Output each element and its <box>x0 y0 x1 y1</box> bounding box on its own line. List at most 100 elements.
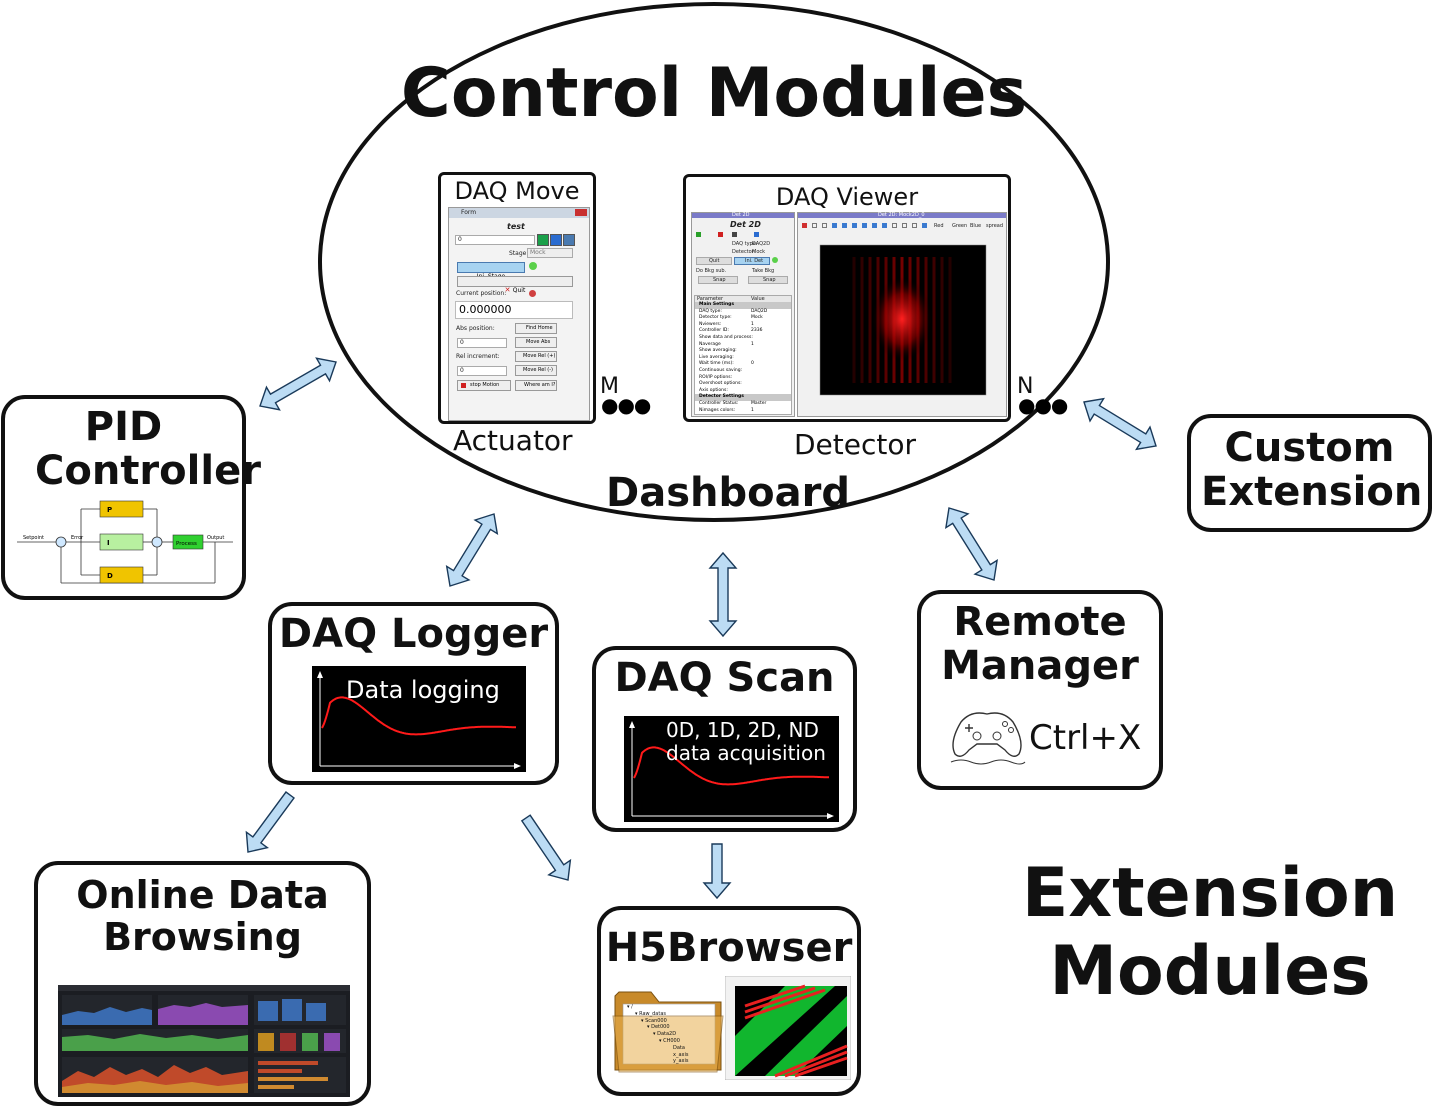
param-row[interactable]: Axis options: <box>699 387 728 393</box>
stage-label: Stage: <box>509 250 529 257</box>
toolbar-icon[interactable] <box>802 223 807 228</box>
param-row[interactable]: Show averaging: <box>699 348 737 354</box>
snap-button-2[interactable]: Snap <box>748 276 788 284</box>
online-data-browsing-box[interactable]: Online Data Browsing <box>34 861 371 1106</box>
param-row[interactable]: Nimages colors:1 <box>699 407 754 413</box>
h5-tree-node[interactable]: y_axis <box>673 1058 689 1065</box>
save-icon[interactable] <box>732 232 737 237</box>
daq-move-title: DAQ Move <box>454 177 580 205</box>
refresh-icon[interactable] <box>563 234 575 246</box>
check-spread[interactable]: spread <box>986 223 1004 229</box>
param-row[interactable]: Detector type:Mock <box>699 315 763 321</box>
viewer-image-panel: Det 2D: Mock2D_0 Red Green Blue spread <box>797 212 1007 417</box>
h5-tree-node[interactable]: x_axis <box>673 1051 689 1058</box>
param-row[interactable]: DAQ type:DAQ2D <box>699 308 768 314</box>
scan-plot: 0D, 1D, 2D, ND data acquisition <box>624 716 839 822</box>
stop-icon[interactable] <box>718 232 723 237</box>
rel-value-field[interactable]: 0 <box>457 366 507 376</box>
param-row[interactable]: Wait time (ms):0 <box>699 361 754 367</box>
h5-tree-node[interactable]: ▾ Det000 <box>647 1024 670 1031</box>
param-row[interactable]: Controller Status:Master <box>699 400 767 406</box>
toolbar-icon[interactable] <box>832 223 837 228</box>
detector-name: Det 2D <box>730 220 761 229</box>
grafana-dashboard-thumbnail <box>58 985 350 1097</box>
toolbar-icon[interactable] <box>912 223 917 228</box>
param-row[interactable]: ROI/IP options: <box>699 374 733 380</box>
find-home-button[interactable]: Find Home <box>515 323 557 334</box>
pid-controller-box[interactable]: PID Controller P I D Process Setpoint Er… <box>1 395 261 600</box>
ini-det-button[interactable]: Ini. Det <box>734 257 770 265</box>
toolbar-icon[interactable] <box>872 223 877 228</box>
arrow-dashboard-custom <box>1083 397 1157 451</box>
toolbar-icon[interactable] <box>842 223 847 228</box>
close-icon[interactable] <box>575 209 587 216</box>
where-am-i-button[interactable]: Where am I? <box>515 380 557 391</box>
stop-motion-button[interactable]: stop Motion <box>457 380 511 391</box>
param-row[interactable]: Detector Settings <box>695 394 791 401</box>
check-green[interactable]: Green <box>952 223 968 229</box>
detector-caption: Detector <box>794 428 917 461</box>
h5-tree-node[interactable]: ▾ Raw_datas <box>635 1010 666 1017</box>
value-field[interactable]: 0 <box>455 235 535 245</box>
toolbar-icon[interactable] <box>852 223 857 228</box>
more-detectors-label: N <box>1017 374 1034 399</box>
param-row[interactable]: Overshoot options: <box>699 381 742 387</box>
folder-icon <box>612 991 724 1073</box>
daq-logger-box[interactable]: DAQ Logger Data logging <box>268 602 559 785</box>
abs-value-field[interactable]: 0 <box>457 338 507 348</box>
logger-plot: Data logging <box>312 666 526 772</box>
set-icon[interactable] <box>550 234 562 246</box>
h5-tree-node[interactable]: Data <box>673 1044 685 1051</box>
check-blue[interactable]: Blue <box>970 223 982 229</box>
h5-tree-node[interactable]: ▾ CH000 <box>659 1038 680 1044</box>
ini-stage-button[interactable]: Ini. Stage <box>457 262 525 280</box>
param-row[interactable]: Main Settings <box>695 302 791 309</box>
h5-tree-node[interactable]: ▾ / <box>627 1004 633 1010</box>
toolbar-icon[interactable] <box>922 223 927 228</box>
logger-curve <box>321 696 516 736</box>
h5-tree-node[interactable]: ▾ Data2D <box>653 1031 677 1038</box>
remote-manager-box[interactable]: Remote Manager Ctrl+X <box>917 590 1163 790</box>
daq-viewer-title: DAQ Viewer <box>775 183 919 211</box>
h5browser-box[interactable]: H5Browser ▾ /▾ Raw_datas▾ Scan000▾ Det00… <box>597 906 861 1096</box>
settings-icon[interactable] <box>754 232 759 237</box>
toolbar-icon[interactable] <box>812 223 817 228</box>
go-icon[interactable] <box>537 234 549 246</box>
param-row[interactable]: Live averaging: <box>699 354 734 360</box>
toolbar-icon[interactable] <box>882 223 887 228</box>
toolbar-icon[interactable] <box>892 223 897 228</box>
quit-button[interactable]: ✕ Quit <box>457 276 573 294</box>
h5-tree[interactable]: ▾ /▾ Raw_datas▾ Scan000▾ Det000▾ Data2D▾… <box>621 1004 721 1066</box>
viewer-quit-button[interactable]: Quit <box>696 257 732 265</box>
custom-extension-box[interactable]: Custom Extension <box>1187 414 1432 532</box>
daq-logger-title: DAQ Logger <box>278 611 549 657</box>
scan-curve <box>633 746 829 786</box>
d-label: D <box>107 572 113 580</box>
move-rel-plus-button[interactable]: Move Rel (+) <box>515 351 557 362</box>
param-row[interactable]: Continuous saving: <box>699 367 743 373</box>
fringe-line <box>860 257 864 383</box>
h5-tree-node[interactable]: ▾ Scan000 <box>641 1017 667 1024</box>
remote-manager-title: Remote Manager <box>941 599 1139 689</box>
status-led-icon <box>529 262 537 270</box>
check-red[interactable]: Red <box>934 223 944 229</box>
play-icon[interactable] <box>696 232 701 237</box>
param-row[interactable]: Controller ID:2336 <box>699 328 763 334</box>
actuator-caption: Actuator <box>453 424 573 457</box>
daq-move-window[interactable]: DAQ Move Form test 0 Stage: Mock Ini. St… <box>438 172 596 424</box>
daq-scan-box[interactable]: DAQ Scan 0D, 1D, 2D, ND data acquisition <box>592 646 857 832</box>
daq-viewer-window[interactable]: DAQ Viewer Det 2D Det 2D DAQ type: DAQ2D… <box>683 174 1011 422</box>
move-abs-button[interactable]: Move Abs <box>515 337 557 348</box>
param-row[interactable]: Show data and process: <box>699 334 753 340</box>
toolbar-icon[interactable] <box>862 223 867 228</box>
snap-button-1[interactable]: Snap <box>698 276 738 284</box>
toolbar-icon[interactable] <box>822 223 827 228</box>
h5browser-title: H5Browser <box>605 925 853 971</box>
toolbar-icon[interactable] <box>902 223 907 228</box>
extension-modules-title: Extension Modules <box>1021 854 1399 1012</box>
move-rel-minus-button[interactable]: Move Rel (-) <box>515 365 557 376</box>
stage-select[interactable]: Mock <box>527 248 573 258</box>
param-row[interactable]: Nviewers:1 <box>699 321 754 327</box>
